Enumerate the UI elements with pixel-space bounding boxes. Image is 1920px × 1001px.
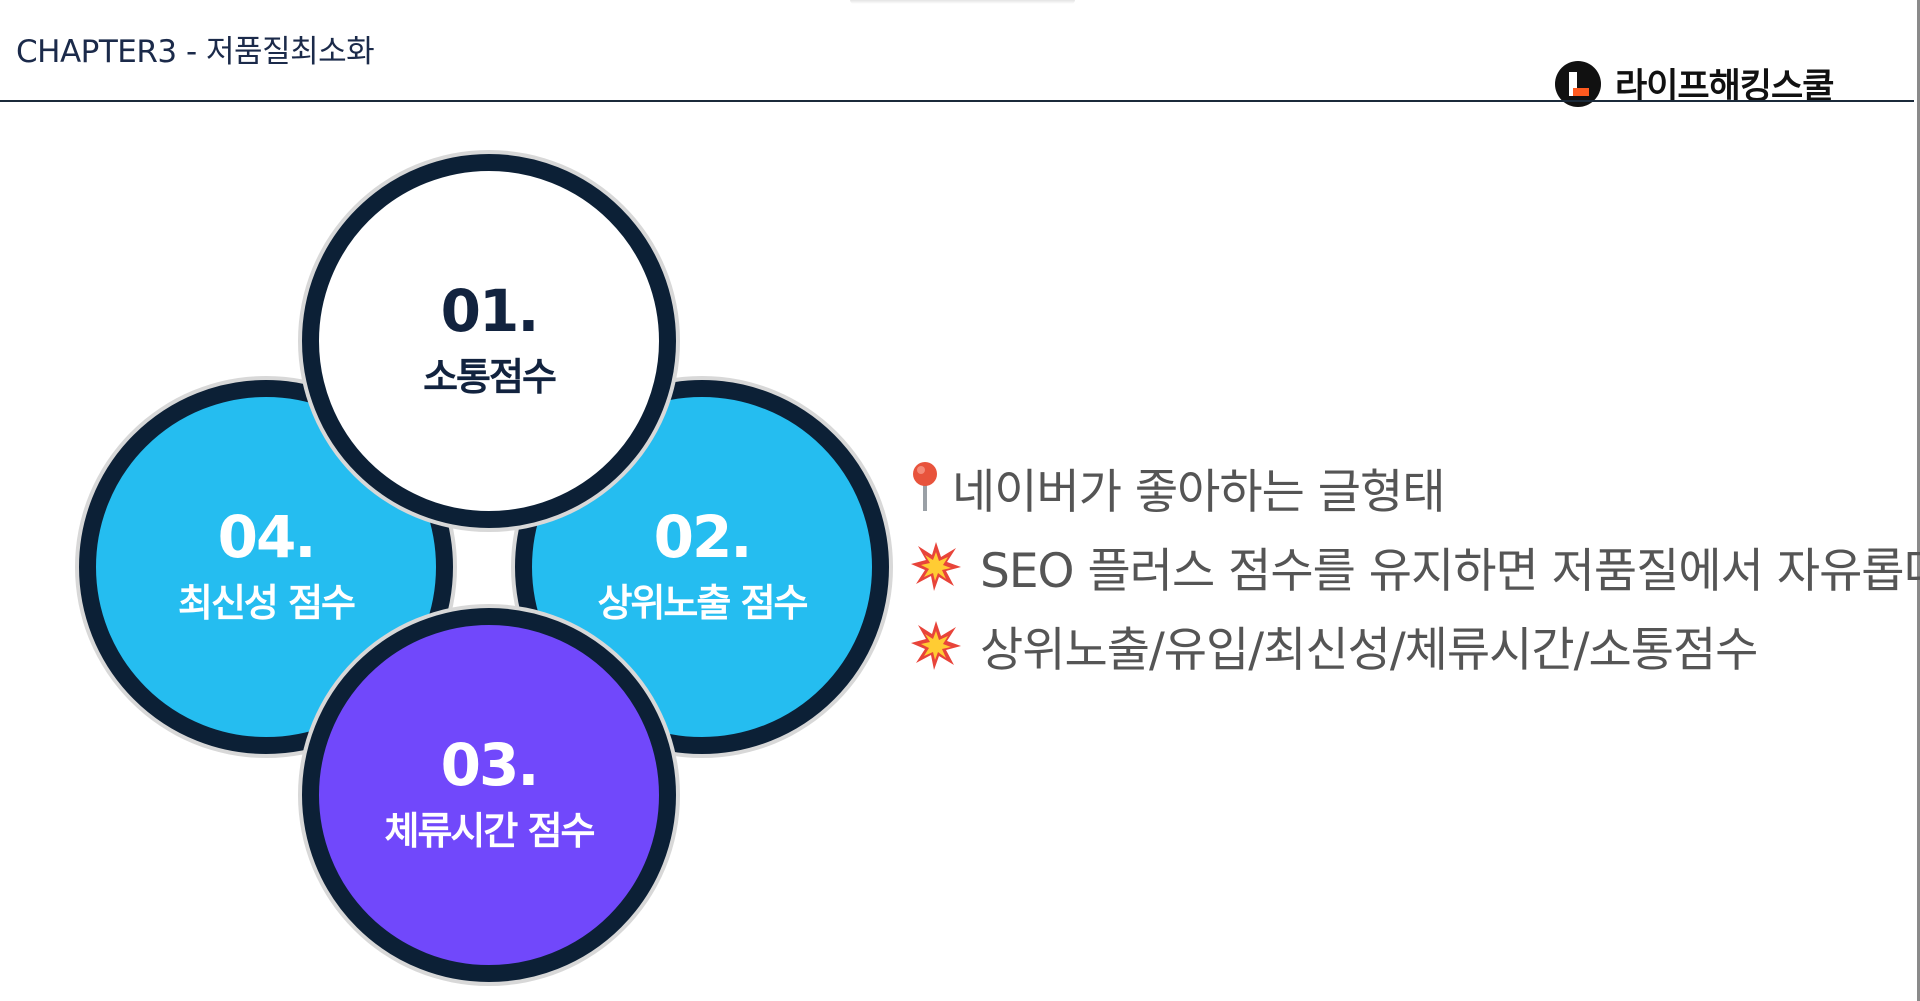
- bullet-item: 상위노출/유입/최신성/체류시간/소통점수: [910, 613, 1920, 678]
- bullet-text: 네이버가 좋아하는 글형태: [952, 464, 1446, 520]
- collision-icon: [911, 621, 961, 670]
- circle-label: 체류시간 점수: [384, 808, 596, 853]
- bullet-item: SEO 플러스 점수를 유지하면 저품질에서 자유롭다: [910, 534, 1920, 599]
- chapter-title: CHAPTER3 - 저품질최소화: [16, 34, 375, 70]
- right-edge-border: [1917, 0, 1920, 1001]
- circle-01-communication-score: 01. 소통점수: [302, 154, 676, 528]
- brand-logo-icon: [1555, 60, 1601, 107]
- circle-number: 02.: [653, 503, 753, 572]
- collision-icon: [911, 542, 961, 591]
- bullet-list: 네이버가 좋아하는 글형태 SEO 플러스 점수를 유지하면 저품질에서 자유롭…: [910, 455, 1920, 692]
- circle-label: 상위노출 점수: [597, 580, 809, 625]
- header-divider: [0, 100, 1914, 102]
- bullet-text: 상위노출/유입/최신성/체류시간/소통점수: [980, 622, 1758, 678]
- top-tab-shadow: [850, 0, 1075, 4]
- bullet-item: 네이버가 좋아하는 글형태: [910, 455, 1920, 520]
- circle-number: 03.: [440, 731, 540, 800]
- circle-label: 최신성 점수: [177, 580, 356, 625]
- circle-label: 소통점수: [423, 354, 557, 399]
- bullet-text: SEO 플러스 점수를 유지하면 저품질에서 자유롭다: [980, 543, 1920, 599]
- pushpin-icon: [913, 462, 937, 511]
- circle-number: 01.: [440, 277, 540, 346]
- circle-number: 04.: [217, 503, 317, 572]
- circle-03-dwell-time-score: 03. 체류시간 점수: [302, 608, 676, 982]
